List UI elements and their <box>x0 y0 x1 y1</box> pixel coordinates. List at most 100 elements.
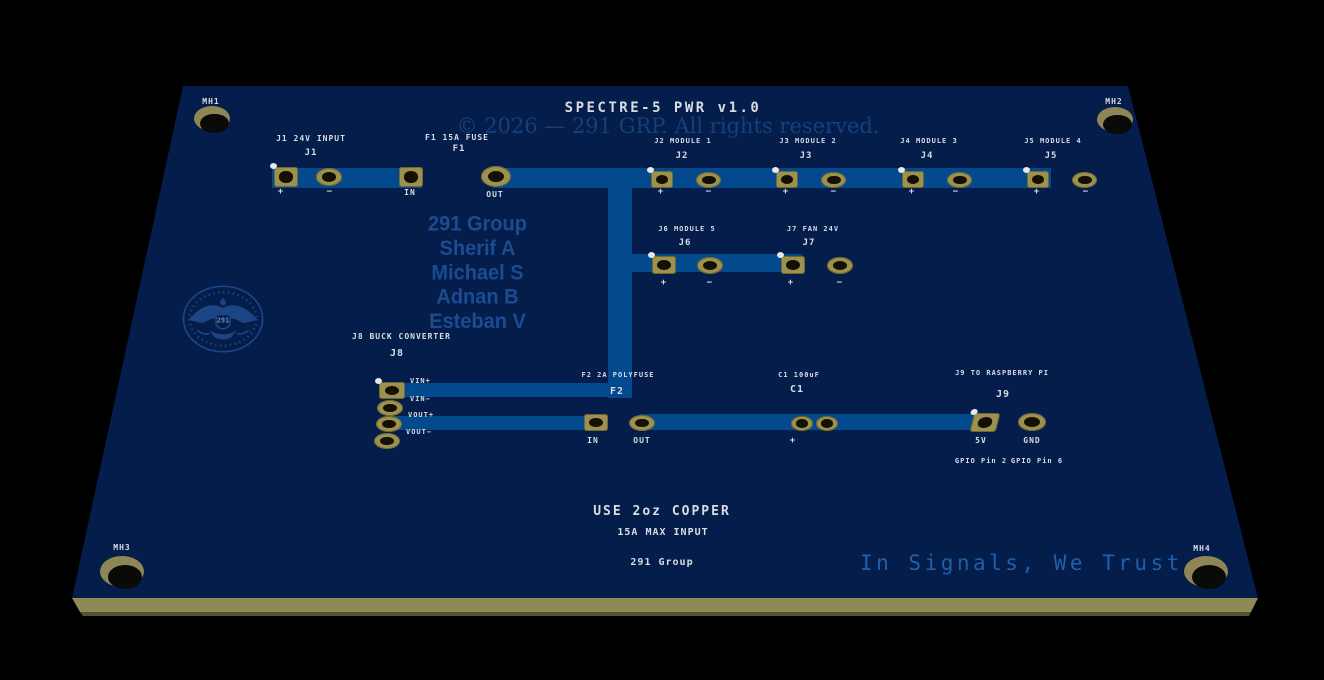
note-group: 291 Group <box>630 557 694 568</box>
j4-pin-minus: − <box>952 187 960 197</box>
logo-text: 291 <box>217 316 229 324</box>
pad-j6-minus <box>697 257 723 274</box>
pad-j7-plus <box>777 252 805 274</box>
pad-c1-minus <box>816 416 838 431</box>
pad-j4-minus <box>947 172 972 188</box>
j9-refdes: J9 <box>995 389 1011 400</box>
trace-vertical-trunk <box>608 186 632 398</box>
trace-vin <box>388 383 632 397</box>
j9-note-gpio2: GPIO Pin 2 <box>954 457 1008 465</box>
j9-label: J9 TO RASPBERRY PI <box>955 369 1049 377</box>
mounting-hole-mh4 <box>1184 556 1228 590</box>
team-line: Adnan B <box>436 285 519 310</box>
pad-j5-minus <box>1072 172 1097 188</box>
pad-j8-vout-plus <box>376 416 402 432</box>
team-credits-block: 291 Group Sherif A Michael S Adnan B Est… <box>395 213 560 335</box>
j7-refdes: J7 <box>802 238 816 248</box>
trace-j1-to-f1 <box>272 168 422 188</box>
j2-pin-minus: − <box>705 187 713 197</box>
note-max-input: 15A MAX INPUT <box>617 527 709 538</box>
copyright-text: © 2026 — 291 GRP. All rights reserved. <box>456 114 880 138</box>
pad-c1-plus <box>791 416 813 431</box>
j9-note-gpio6: GPIO Pin 6 <box>1010 457 1064 465</box>
pad-j8-vin-minus <box>377 400 403 416</box>
pad-j3-minus <box>821 172 846 188</box>
j5-pin-plus: + <box>1033 187 1041 197</box>
j9-pin-5v: 5V <box>975 436 987 445</box>
j1-label: J1 24V INPUT <box>276 134 346 143</box>
j9-pin-gnd: GND <box>1023 436 1041 445</box>
pad-j8-vout-minus <box>374 433 400 449</box>
f1-pin-out: OUT <box>486 190 504 199</box>
j1-refdes: J1 <box>304 148 318 158</box>
mh1-drill <box>200 113 229 133</box>
eagle-seal-logo: 291 <box>182 285 264 353</box>
pad-j5-plus <box>1023 167 1049 188</box>
j6-pin-plus: + <box>660 278 668 288</box>
j2-pin-plus: + <box>657 187 665 197</box>
f2-pin-out: OUT <box>633 436 651 445</box>
j5-pin-minus: − <box>1082 187 1090 197</box>
j6-pin-minus: − <box>706 278 714 288</box>
pad-j8-vin-plus <box>375 378 405 399</box>
pin1-marker <box>647 167 654 173</box>
pad-j7-minus <box>827 257 853 274</box>
mh4-label: MH4 <box>1193 544 1211 553</box>
pad-j4-plus <box>898 167 924 188</box>
j8-label: J8 BUCK CONVERTER <box>352 332 451 341</box>
pad-j9-gnd <box>1018 413 1046 431</box>
f1-pin-in: IN <box>404 188 416 197</box>
pin1-marker <box>270 163 277 169</box>
j6-refdes: J6 <box>678 238 692 248</box>
pad-j1-plus <box>270 163 298 187</box>
j4-label: J4 MODULE 3 <box>900 137 958 145</box>
f2-label: F2 2A POLYFUSE <box>581 371 655 379</box>
mh2-label: MH2 <box>1105 97 1123 106</box>
pad-j1-minus <box>316 168 342 186</box>
pad-f2-out <box>629 415 655 431</box>
j2-refdes: J2 <box>675 151 689 161</box>
pad-f1-in <box>399 167 423 187</box>
mh2-drill <box>1103 114 1132 134</box>
j3-label: J3 MODULE 2 <box>779 137 837 145</box>
j3-pin-plus: + <box>782 187 790 197</box>
j8-pin-vin-plus: VIN+ <box>410 377 431 385</box>
c1-pin-plus: + <box>789 436 797 446</box>
j5-refdes: J5 <box>1044 151 1058 161</box>
c1-label: C1 100uF <box>778 371 820 379</box>
j8-pin-vout-minus: VOUT− <box>406 428 433 436</box>
j4-pin-plus: + <box>908 187 916 197</box>
f1-refdes: F1 <box>452 144 466 154</box>
team-line: Esteban V <box>429 310 526 334</box>
mh4-drill <box>1191 565 1227 590</box>
f2-refdes: F2 <box>609 386 625 397</box>
pad-j6-plus <box>648 252 676 274</box>
mounting-hole-mh1 <box>194 106 230 133</box>
team-line: Michael S <box>431 261 524 285</box>
j7-pin-minus: − <box>836 278 844 288</box>
pad-f2-in <box>584 414 608 431</box>
pin1-marker <box>777 252 784 258</box>
pin1-marker <box>375 378 382 384</box>
j5-label: J5 MODULE 4 <box>1024 137 1082 145</box>
pin1-marker <box>648 252 655 258</box>
slogan-text: In Signals, We Trust <box>860 551 1183 575</box>
pad-f1-out <box>481 166 511 187</box>
j1-pin-minus: − <box>326 187 334 197</box>
mounting-hole-mh3 <box>100 556 144 590</box>
team-line: 291 Group <box>428 212 527 236</box>
trace-vout-to-f2 <box>386 416 600 430</box>
pad-j3-plus <box>772 167 798 188</box>
pin1-marker <box>898 167 905 173</box>
j7-label: J7 FAN 24V <box>786 225 840 233</box>
pad-j9-5v <box>969 409 1001 432</box>
j8-refdes: J8 <box>389 348 405 359</box>
mounting-hole-mh2 <box>1097 107 1133 134</box>
team-line: Sherif A <box>439 236 516 261</box>
j8-pin-vin-minus: VIN− <box>410 395 431 403</box>
pad-j2-minus <box>696 172 721 188</box>
board-title: SPECTRE-5 PWR v1.0 <box>564 100 762 116</box>
